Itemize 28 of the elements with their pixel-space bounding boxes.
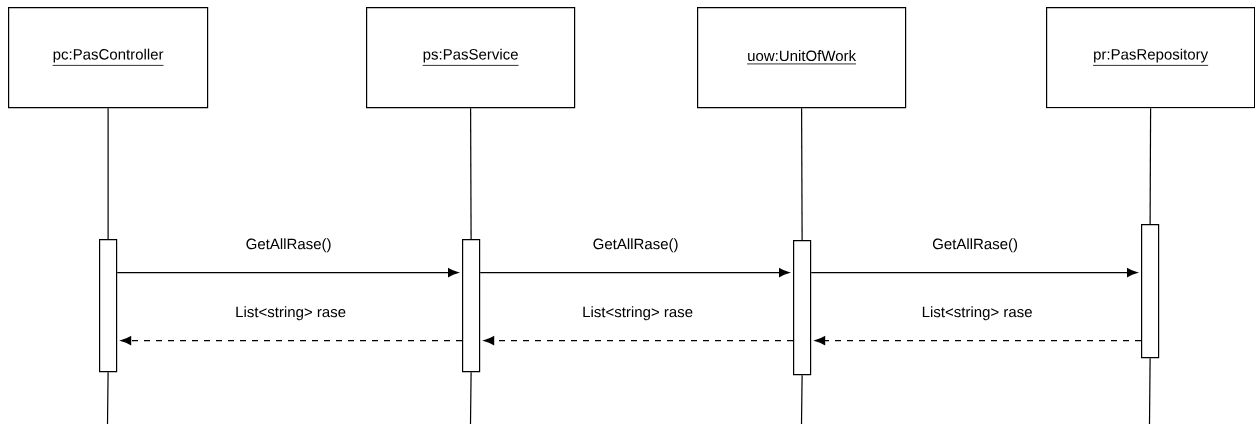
lifeline-header-box: uow:UnitOfWork — [697, 7, 907, 109]
lifeline-header-box: pc:PasController — [8, 7, 209, 109]
activation-bar — [793, 240, 812, 376]
edge-label: List<string> rase — [236, 306, 346, 321]
lifeline — [800, 374, 803, 424]
lifeline — [106, 371, 109, 424]
edge-label: GetAllRase() — [246, 238, 331, 253]
activation-bar — [462, 239, 481, 373]
lifeline — [470, 107, 472, 240]
edge-label: GetAllRase() — [932, 238, 1018, 253]
lifeline — [469, 371, 472, 424]
message-arrow — [479, 268, 790, 278]
lifeline — [801, 107, 803, 241]
message-arrow — [116, 268, 459, 278]
lifeline-header-box: pr:PasRepository — [1046, 7, 1255, 109]
edge-label: List<string> rase — [922, 306, 1032, 321]
message-arrow — [483, 336, 794, 346]
edge-label: GetAllRase() — [593, 238, 678, 253]
lifeline-header-box: ps:PasService — [366, 7, 576, 109]
edge-label: List<string> rase — [583, 306, 693, 321]
activation-bar — [99, 239, 118, 373]
activation-bar — [1141, 224, 1160, 359]
lifeline — [1149, 107, 1152, 225]
message-arrow — [814, 336, 1142, 346]
lifeline — [107, 107, 109, 240]
lifeline — [1148, 357, 1151, 424]
message-arrow — [810, 268, 1138, 278]
message-arrow — [120, 336, 463, 346]
